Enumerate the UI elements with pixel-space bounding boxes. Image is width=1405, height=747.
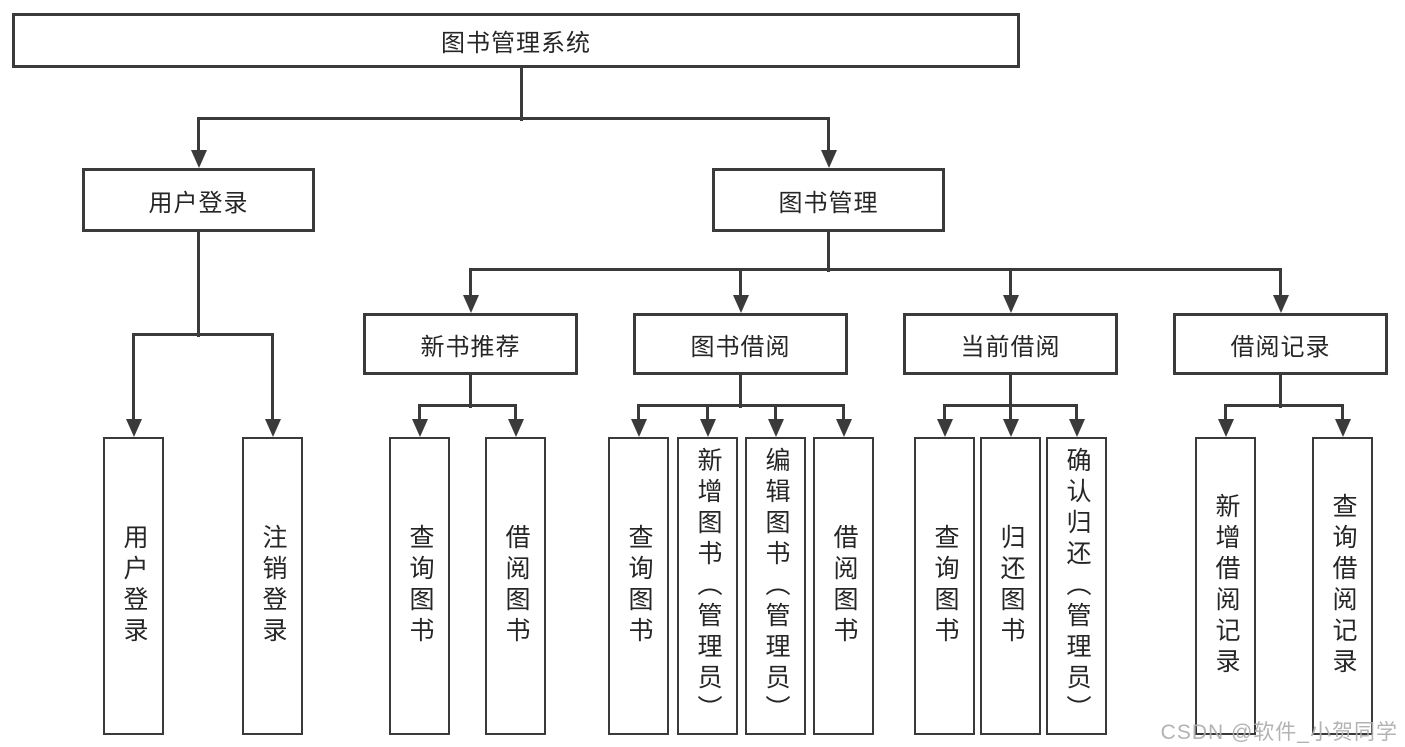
- arrowhead-down-icon: [507, 419, 524, 437]
- leaf-recommend-query-book-label: 查询图书: [406, 524, 434, 648]
- node-user-login: 用户登录: [82, 168, 315, 232]
- arrowhead-down-icon: [630, 419, 647, 437]
- arrowhead-down-icon: [190, 150, 207, 168]
- connector-line: [132, 332, 274, 336]
- node-book-management: 图书管理: [712, 168, 945, 232]
- leaf-edit-book-admin: 编辑图书（管理员）: [745, 437, 806, 735]
- arrowhead-down-icon: [1217, 419, 1234, 437]
- leaf-add-book-admin-label: 新增图书（管理员）: [694, 446, 722, 726]
- connector-line: [132, 334, 135, 421]
- arrowhead-down-icon: [125, 419, 142, 437]
- connector-line: [469, 269, 472, 297]
- leaf-edit-book-admin-label: 编辑图书（管理员）: [762, 446, 790, 726]
- node-book-borrow: 图书借阅: [633, 313, 848, 375]
- arrowhead-down-icon: [411, 419, 428, 437]
- connector-line: [1279, 375, 1282, 408]
- connector-line: [271, 334, 274, 421]
- leaf-logout-label: 注销登录: [259, 524, 287, 648]
- leaf-borrow-query-book: 查询图书: [608, 437, 669, 735]
- connector-line: [1075, 405, 1078, 421]
- node-borrow-record: 借阅记录: [1173, 313, 1388, 375]
- leaf-user-login: 用户登录: [103, 437, 164, 735]
- leaf-borrow-book: 借阅图书: [813, 437, 874, 735]
- connector-line: [418, 405, 421, 421]
- connector-line: [739, 375, 742, 408]
- leaf-query-borrow-record-label: 查询借阅记录: [1329, 493, 1357, 679]
- node-new-book-recommend-label: 新书推荐: [420, 333, 521, 361]
- connector-line: [519, 68, 523, 121]
- node-current-borrow-label: 当前借阅: [960, 333, 1061, 361]
- connector-line: [1224, 403, 1344, 407]
- connector-line: [827, 232, 830, 272]
- connector-line: [1009, 375, 1012, 408]
- leaf-user-login-label: 用户登录: [120, 524, 148, 648]
- connector-line: [842, 405, 845, 421]
- connector-line: [706, 405, 709, 421]
- arrowhead-down-icon: [1272, 295, 1289, 313]
- leaf-add-borrow-record-label: 新增借阅记录: [1212, 493, 1240, 679]
- node-book-management-label: 图书管理: [778, 189, 879, 217]
- connector-line: [1341, 405, 1344, 421]
- connector-line: [827, 118, 830, 152]
- connector-line: [197, 232, 200, 337]
- connector-line: [774, 405, 777, 421]
- arrowhead-down-icon: [732, 295, 749, 313]
- arrowhead-down-icon: [1002, 419, 1019, 437]
- leaf-recommend-query-book: 查询图书: [389, 437, 450, 735]
- leaf-recommend-borrow-book-label: 借阅图书: [502, 524, 530, 648]
- arrowhead-down-icon: [462, 295, 479, 313]
- arrowhead-down-icon: [820, 150, 837, 168]
- connector-line: [637, 405, 640, 421]
- connector-line: [943, 405, 946, 421]
- leaf-return-book: 归还图书: [980, 437, 1041, 735]
- arrowhead-down-icon: [1002, 295, 1019, 313]
- connector-line: [1224, 405, 1227, 421]
- leaf-confirm-return-admin: 确认归还（管理员）: [1046, 437, 1107, 735]
- leaf-query-borrow-record: 查询借阅记录: [1312, 437, 1373, 735]
- connector-line: [197, 118, 200, 152]
- leaf-logout: 注销登录: [242, 437, 303, 735]
- arrowhead-down-icon: [1068, 419, 1085, 437]
- connector-line: [739, 269, 742, 297]
- arrowhead-down-icon: [699, 419, 716, 437]
- connector-line: [469, 267, 1282, 271]
- arrowhead-down-icon: [264, 419, 281, 437]
- leaf-return-book-label: 归还图书: [997, 524, 1025, 648]
- node-root-label: 图书管理系统: [441, 30, 591, 57]
- connector-line: [637, 403, 845, 407]
- node-new-book-recommend: 新书推荐: [363, 313, 578, 375]
- node-borrow-record-label: 借阅记录: [1230, 333, 1331, 361]
- arrowhead-down-icon: [767, 419, 784, 437]
- node-current-borrow: 当前借阅: [903, 313, 1118, 375]
- connector-line: [1279, 269, 1282, 297]
- connector-line: [418, 403, 517, 407]
- leaf-recommend-borrow-book: 借阅图书: [485, 437, 546, 735]
- leaf-add-book-admin: 新增图书（管理员）: [677, 437, 738, 735]
- leaf-current-query-book: 查询图书: [914, 437, 975, 735]
- leaf-confirm-return-admin-label: 确认归还（管理员）: [1063, 446, 1091, 726]
- leaf-borrow-query-book-label: 查询图书: [625, 524, 653, 648]
- connector-line: [1009, 405, 1012, 421]
- leaf-current-query-book-label: 查询图书: [931, 524, 959, 648]
- connector-line: [197, 116, 830, 120]
- connector-line: [514, 405, 517, 421]
- arrowhead-down-icon: [1334, 419, 1351, 437]
- csdn-watermark: CSDN @软件_小贺同学: [1160, 721, 1398, 744]
- connector-line: [1009, 269, 1012, 297]
- leaf-add-borrow-record: 新增借阅记录: [1195, 437, 1256, 735]
- connector-line: [469, 375, 472, 408]
- node-book-borrow-label: 图书借阅: [690, 333, 791, 361]
- node-user-login-label: 用户登录: [148, 189, 249, 217]
- arrowhead-down-icon: [936, 419, 953, 437]
- arrowhead-down-icon: [835, 419, 852, 437]
- node-root: 图书管理系统: [12, 13, 1020, 68]
- leaf-borrow-book-label: 借阅图书: [830, 524, 858, 648]
